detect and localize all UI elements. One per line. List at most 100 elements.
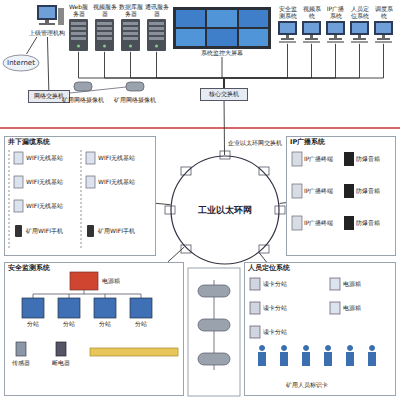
text-group: 安全监测系统 <box>8 265 180 272</box>
monitor-icon-part <box>302 21 321 35</box>
connector <box>224 44 360 88</box>
text-group: 上级管理机构 <box>29 30 65 37</box>
device-label: WIFI无线基站 <box>98 155 135 162</box>
server-icon-part <box>149 22 164 25</box>
camera-symbol <box>198 353 230 365</box>
node-label: 安全监测系统 <box>276 6 299 20</box>
speaker-symbol <box>344 184 354 198</box>
text-group: 通讯服务器 <box>144 4 169 18</box>
monitor-icon-part <box>305 38 318 40</box>
device-label: 防爆音箱 <box>356 156 380 163</box>
device-label: 矿用网络摄像机 <box>62 97 104 104</box>
connector <box>131 52 225 88</box>
device-label: WIFI无线基站 <box>26 155 63 162</box>
screen-icon-part <box>239 29 268 46</box>
speaker-symbol <box>344 152 354 166</box>
internet-cloud: Internet <box>2 54 40 72</box>
monitor-icon-part <box>328 23 343 33</box>
monitor-icon <box>372 20 395 44</box>
pc-icon-part <box>39 7 55 18</box>
node-label: IP广播系统 <box>290 139 392 146</box>
ip-terminal-symbol <box>292 184 302 198</box>
device-label: 分站 <box>63 321 75 328</box>
phone-symbol <box>15 225 22 237</box>
server-icon-part <box>97 37 112 40</box>
node-label: 数据库服务器 <box>118 4 143 18</box>
device-label: 分站 <box>27 321 39 328</box>
monitor-icon-part <box>374 21 393 35</box>
text-group: IP广播系统 <box>290 139 392 146</box>
ring-switch <box>275 206 285 214</box>
server-node: 数据库服务器 <box>118 4 143 52</box>
connector <box>156 203 170 204</box>
server-icon-part <box>149 32 164 35</box>
ring-outline-part <box>171 156 279 264</box>
screen-icon-part <box>176 29 205 46</box>
connector <box>79 52 225 88</box>
monitor-icon-part <box>326 21 345 35</box>
text-group: Internet <box>7 59 35 67</box>
reader-symbol <box>250 326 260 338</box>
monitor-icon-part <box>279 41 296 43</box>
monitor-icon-part <box>353 38 366 40</box>
monitor-icon-part <box>382 35 385 38</box>
ring-switch <box>259 245 269 253</box>
ip-terminal-symbol <box>292 152 302 166</box>
pipe-symbol <box>90 348 178 356</box>
power-box-symbol <box>330 302 340 314</box>
node-label: 视频系统 <box>300 6 323 20</box>
screen-icon-part <box>239 10 268 27</box>
text-group: 调度系统 <box>372 6 395 20</box>
monitor-icon-part <box>334 35 337 38</box>
device-label: IP广播终端 <box>304 156 333 163</box>
cloud-outline-part <box>3 55 39 71</box>
node-label: 工业以太环网 <box>198 205 252 215</box>
connector <box>224 44 384 88</box>
pc-icon-part <box>45 20 49 23</box>
leaky-cable <box>81 150 82 250</box>
camera-symbol <box>198 285 230 297</box>
substation-symbol <box>22 298 44 318</box>
device-label: 矿用WIFI手机 <box>26 228 63 235</box>
connector <box>105 52 225 88</box>
power-box-symbol <box>330 278 340 290</box>
monitor-icon-part <box>358 35 361 38</box>
screen-icon-part <box>207 29 237 46</box>
substation-symbol <box>130 298 152 318</box>
pc-icon-part <box>58 8 64 25</box>
monitor-icon-part <box>280 23 295 33</box>
screen-icon-part <box>173 7 271 49</box>
text-group: 安全监测系统 <box>276 6 299 20</box>
monitor-icon-part <box>327 41 344 43</box>
node-label: 核心交换机 <box>209 91 239 98</box>
workstation-node: 人员定位系统 <box>348 6 371 44</box>
server-icon-part <box>103 44 106 47</box>
device-label: 分站 <box>135 321 147 328</box>
workstation-node: 视频系统 <box>300 6 323 44</box>
server-icon-part <box>155 44 158 47</box>
breaker-symbol <box>56 342 66 356</box>
device-label: 电源箱 <box>343 305 361 312</box>
text-group: 核心交换机 <box>209 91 239 98</box>
node-label: 视频服务器 <box>92 4 117 18</box>
node-label: Internet <box>7 59 35 67</box>
camera-symbol <box>74 82 92 91</box>
ring-switch <box>220 151 230 159</box>
device-label: 读卡分站 <box>263 281 287 288</box>
server-node: 视频服务器 <box>92 4 117 52</box>
workstation-node: 安全监测系统 <box>276 6 299 44</box>
node-label: 网络交换机 <box>34 93 64 100</box>
monitor-icon-part <box>351 41 368 43</box>
display-wall: 系统监控大屏幕 <box>172 6 272 57</box>
node-label: 人员定位系统 <box>248 265 392 272</box>
server-icon-part <box>123 37 138 40</box>
monitor-icon-part <box>329 38 342 40</box>
screen-icon-part <box>207 10 237 27</box>
connector <box>259 253 266 262</box>
server-icon <box>92 18 117 52</box>
video-panel <box>188 268 240 396</box>
device-label: IP广播终端 <box>304 188 333 195</box>
server-icon-part <box>123 22 138 25</box>
leaky-cable <box>9 150 10 250</box>
device-label: 矿用WIFI手机 <box>98 228 135 235</box>
